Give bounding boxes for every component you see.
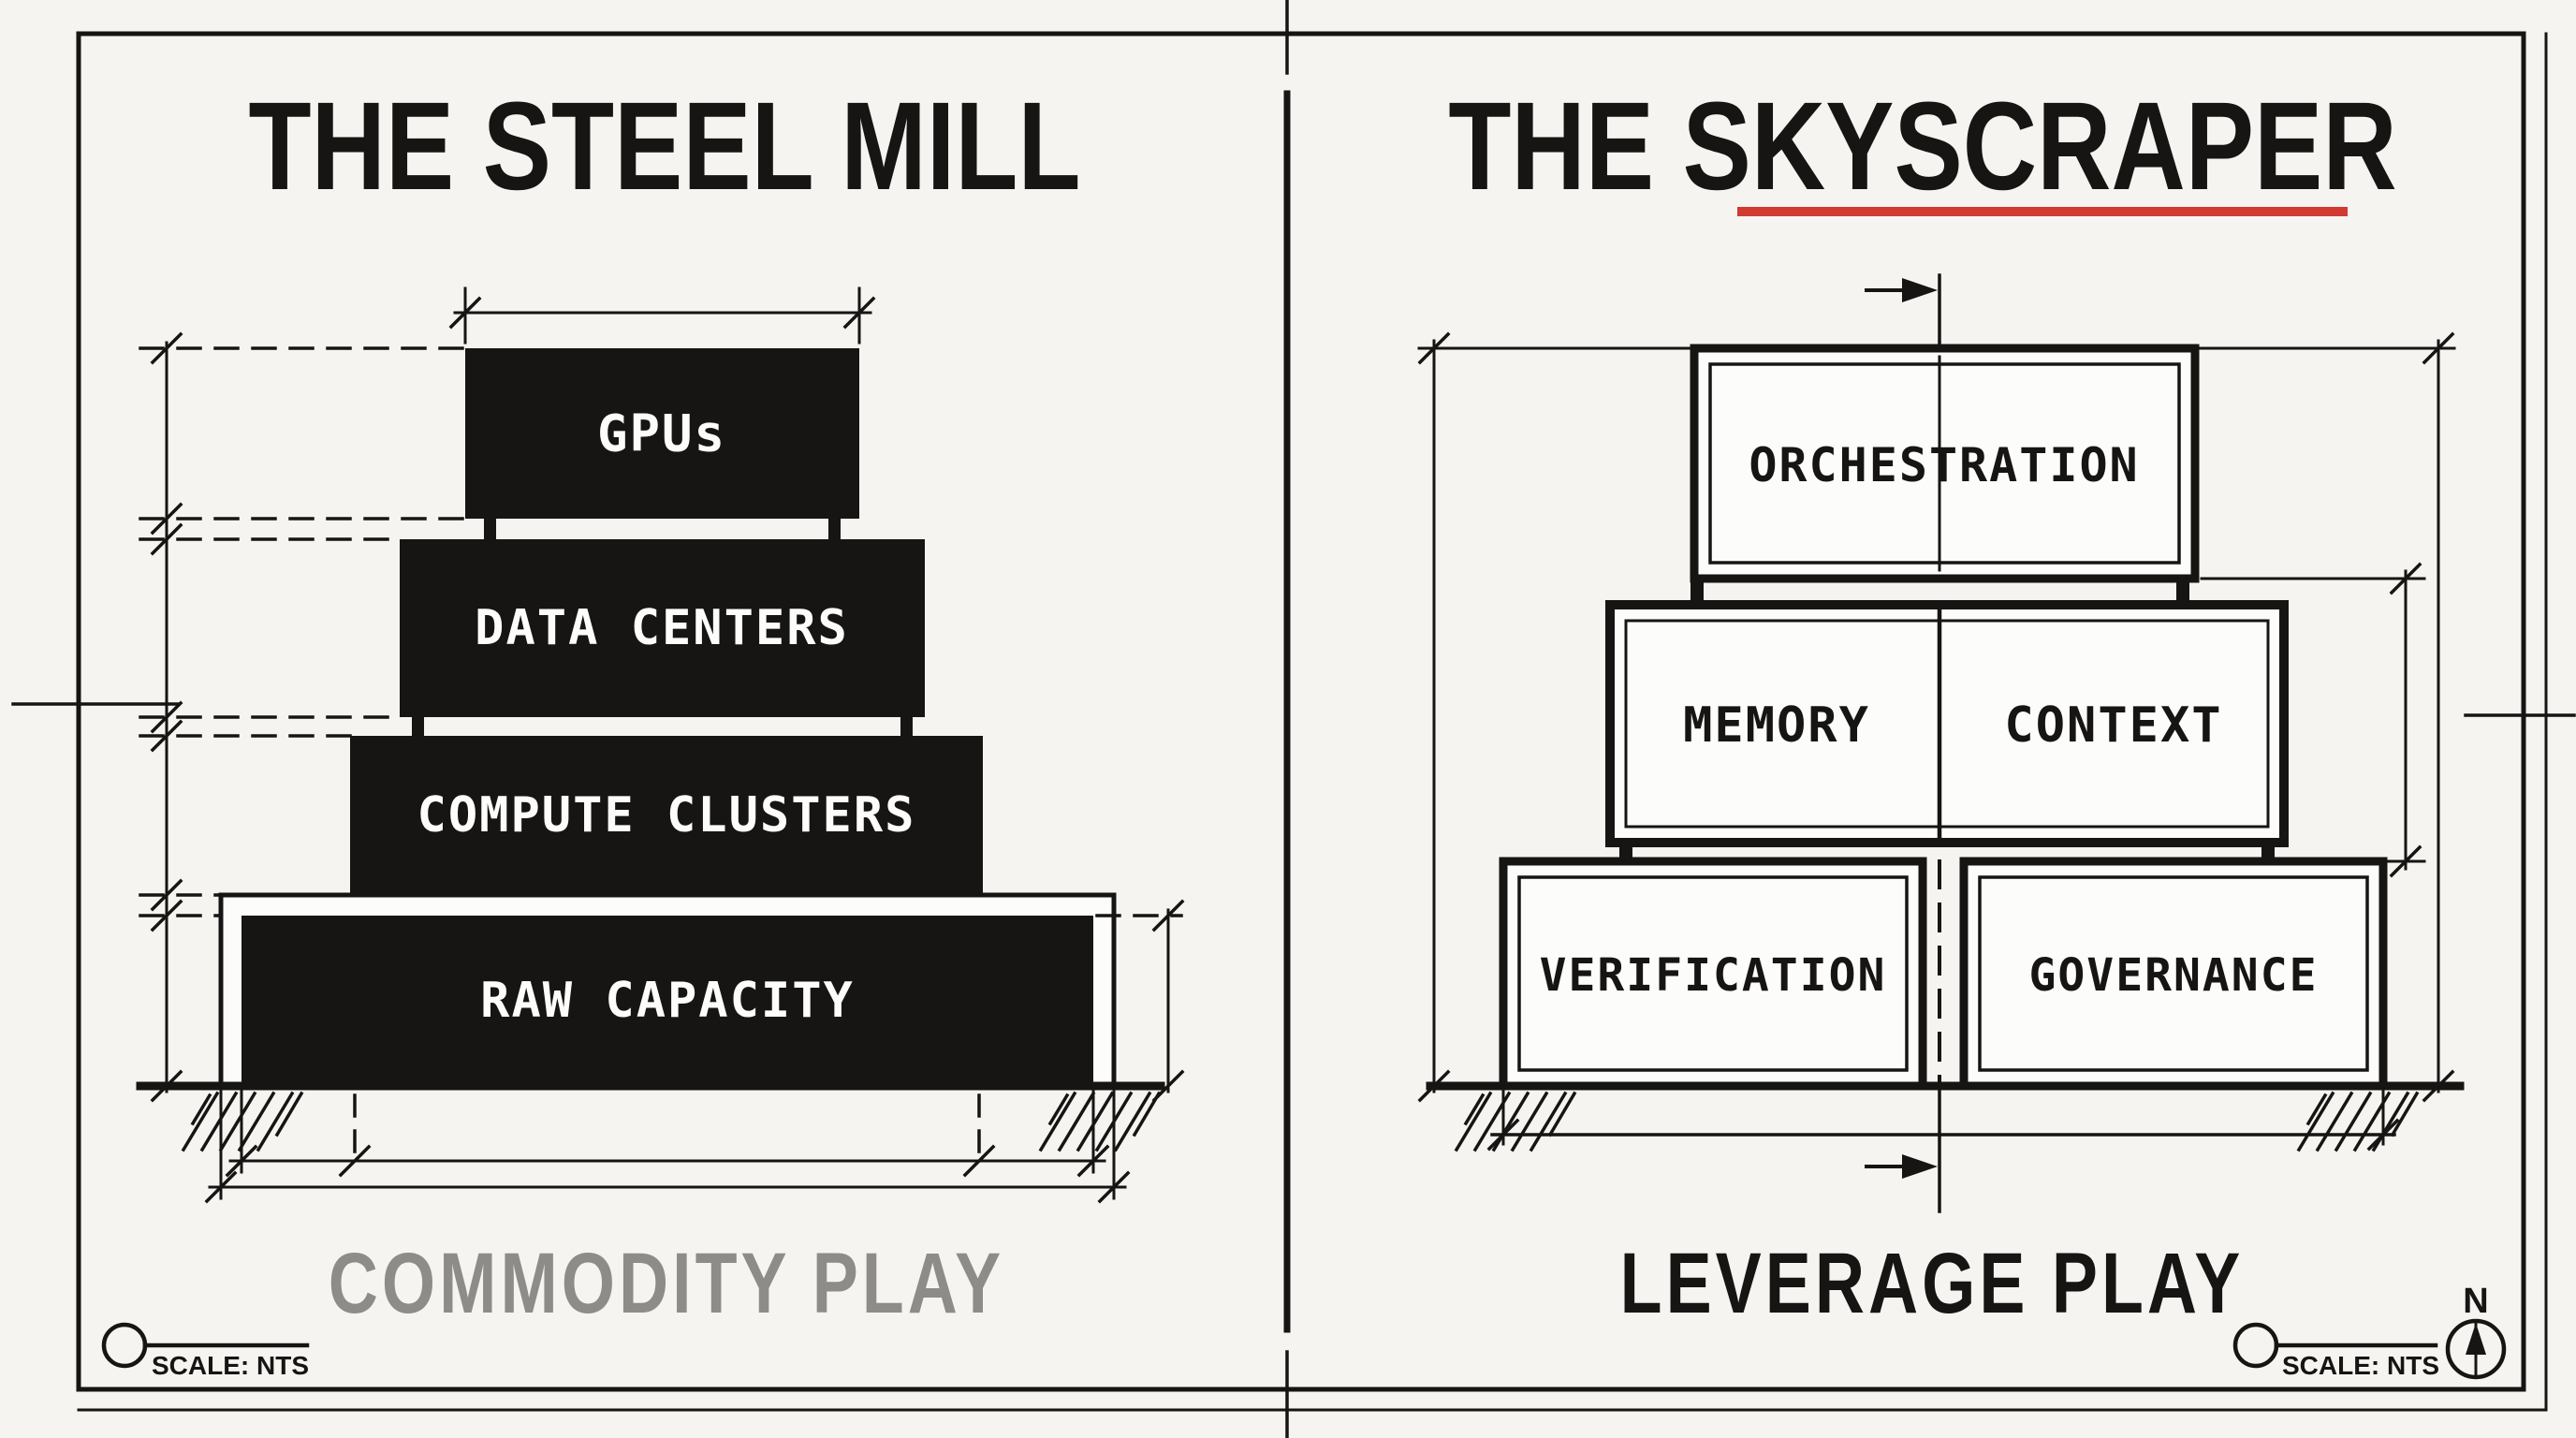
leverage-caption: LEVERAGE PLAY	[1620, 1235, 2245, 1331]
scale-indicator-right: SCALE: NTS	[2232, 1322, 2439, 1380]
block-data-centers-label: DATA CENTERS	[475, 600, 849, 656]
block-gpus	[465, 348, 859, 519]
scale-indicator-left: SCALE: NTS	[101, 1322, 310, 1380]
ground-hatch-right	[1038, 1091, 1162, 1152]
scale-label-left: SCALE: NTS	[152, 1351, 309, 1380]
box-verification-label: VERIFICATION	[1540, 949, 1887, 1002]
dim-tick	[842, 296, 876, 330]
box-governance-label: GOVERNANCE	[2029, 949, 2319, 1002]
compass-needle	[2466, 1323, 2486, 1355]
skyscraper-bottom-dimension	[1486, 1090, 2400, 1152]
skyscraper-panel: THE SKYSCRAPER ORCHESTRATION M	[1417, 76, 2507, 1380]
base-height-dimension	[1095, 899, 1185, 1103]
box-orchestration-label: ORCHESTRATION	[1749, 438, 2139, 492]
steel-mill-title: THE STEEL MILL	[248, 76, 1080, 216]
block-raw-capacity	[242, 916, 1093, 1086]
skyscraper-inner-right-dimension	[2200, 562, 2426, 878]
box-verification-inner	[1517, 875, 1909, 1072]
steel-mill-panel: THE STEEL MILL	[101, 76, 1185, 1380]
box-orchestration	[1690, 344, 2200, 583]
row-memory-context-inner	[1624, 619, 2270, 829]
skyscraper-title-wrap: THE SKYSCRAPER	[1448, 76, 2396, 216]
box-governance-inner	[1978, 875, 2369, 1072]
gpu-width-dimension	[448, 286, 876, 345]
steel-mill-title-wrap: THE STEEL MILL	[248, 76, 1080, 216]
axis-arrow-bottom	[1865, 1154, 1938, 1179]
north-compass-icon: N	[2445, 1282, 2507, 1380]
skyscraper-connectors-top	[1690, 579, 2189, 605]
commodity-caption-wrap: COMMODITY PLAY	[329, 1235, 1004, 1331]
base-width-dimensions	[204, 1090, 1131, 1204]
block-data-centers	[400, 539, 925, 717]
skyscraper-title: THE SKYSCRAPER	[1448, 76, 2396, 216]
skyscraper-left-dimension	[1417, 331, 1696, 1103]
block-compute-clusters	[350, 736, 983, 895]
box-orchestration-inner	[1708, 362, 2181, 565]
commodity-caption: COMMODITY PLAY	[329, 1235, 1004, 1331]
block-raw-capacity-label: RAW CAPACITY	[480, 973, 855, 1029]
compass-n-label: N	[2463, 1282, 2488, 1321]
title-underline	[1737, 207, 2348, 216]
skyscraper-connectors-mid	[1619, 843, 2275, 861]
scale-label-right: SCALE: NTS	[2282, 1351, 2439, 1380]
axis-arrow-top	[1865, 278, 1938, 302]
drawing-frame	[11, 0, 2576, 1438]
block-gpus-label: GPUs	[597, 404, 726, 463]
row-memory-context	[1605, 600, 2289, 847]
box-governance	[1959, 857, 2388, 1091]
dim-tick	[448, 296, 482, 330]
ground-hatch-right-panel-left	[1454, 1091, 1577, 1152]
frame-border	[76, 31, 2526, 1392]
skyscraper-outer-right-dimension	[2193, 331, 2456, 1103]
block-compute-clusters-label: COMPUTE CLUSTERS	[417, 787, 916, 844]
box-context-label: CONTEXT	[2004, 697, 2222, 754]
box-verification	[1499, 857, 1927, 1091]
ground-hatch-left	[181, 1091, 304, 1152]
leverage-caption-wrap: LEVERAGE PLAY	[1620, 1235, 2245, 1331]
box-memory-label: MEMORY	[1683, 697, 1870, 754]
